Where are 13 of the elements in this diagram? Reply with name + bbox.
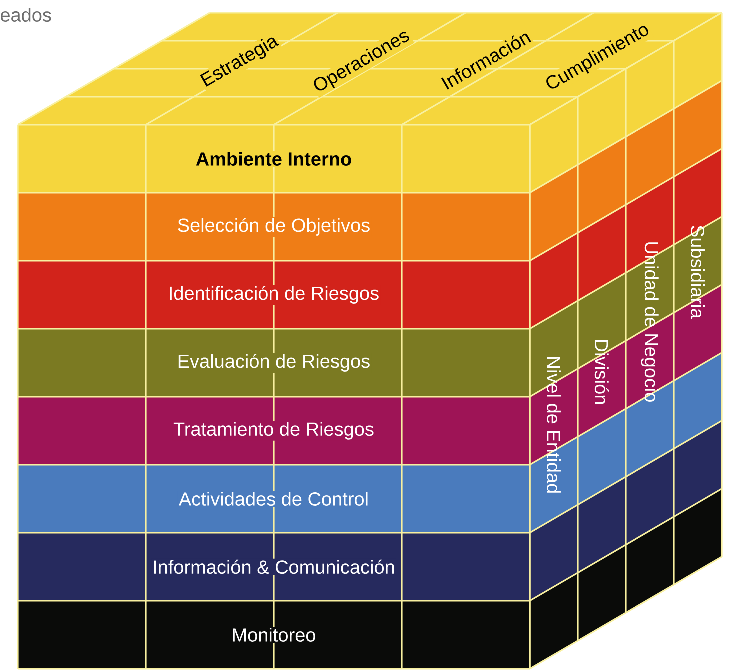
layer-band: Ambiente Interno: [17, 124, 531, 194]
unit-label: Subsidiaria: [691, 226, 705, 319]
layer-band: Selección de Objetivos: [17, 192, 531, 262]
layer-band: Monitoreo: [17, 600, 531, 670]
layer-band: Identificación de Riesgos: [17, 260, 531, 330]
cropped-text: eados: [1, 8, 52, 22]
layer-band: Actividades de Control: [17, 464, 531, 534]
layer-band: Información & Comunicación: [17, 532, 531, 602]
unit-label: Nivel de Entidad: [547, 357, 561, 493]
unit-label: Unidad de Negocio: [641, 242, 659, 402]
layer-band: Tratamiento de Riesgos: [17, 396, 531, 466]
layer-band: Evaluación de Riesgos: [17, 328, 531, 398]
unit-label: División: [594, 340, 610, 404]
